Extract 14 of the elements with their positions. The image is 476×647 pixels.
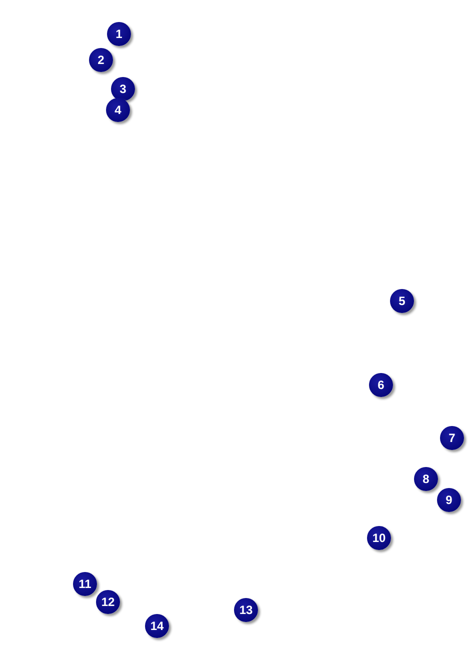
callout-number: 11: [73, 572, 97, 596]
callout-number: 9: [437, 488, 461, 512]
callout-number: 4: [106, 98, 130, 122]
callout-number: 8: [414, 467, 438, 491]
callout-number: 3: [111, 77, 135, 101]
callout-number: 13: [234, 598, 258, 622]
callout-number: 2: [89, 48, 113, 72]
callout-number: 10: [367, 526, 391, 550]
callout-number: 14: [145, 614, 169, 638]
callout-number: 7: [440, 426, 464, 450]
callout-number: 1: [107, 22, 131, 46]
callout-number: 5: [390, 289, 414, 313]
callout-number: 6: [369, 373, 393, 397]
callout-number: 12: [96, 590, 120, 614]
